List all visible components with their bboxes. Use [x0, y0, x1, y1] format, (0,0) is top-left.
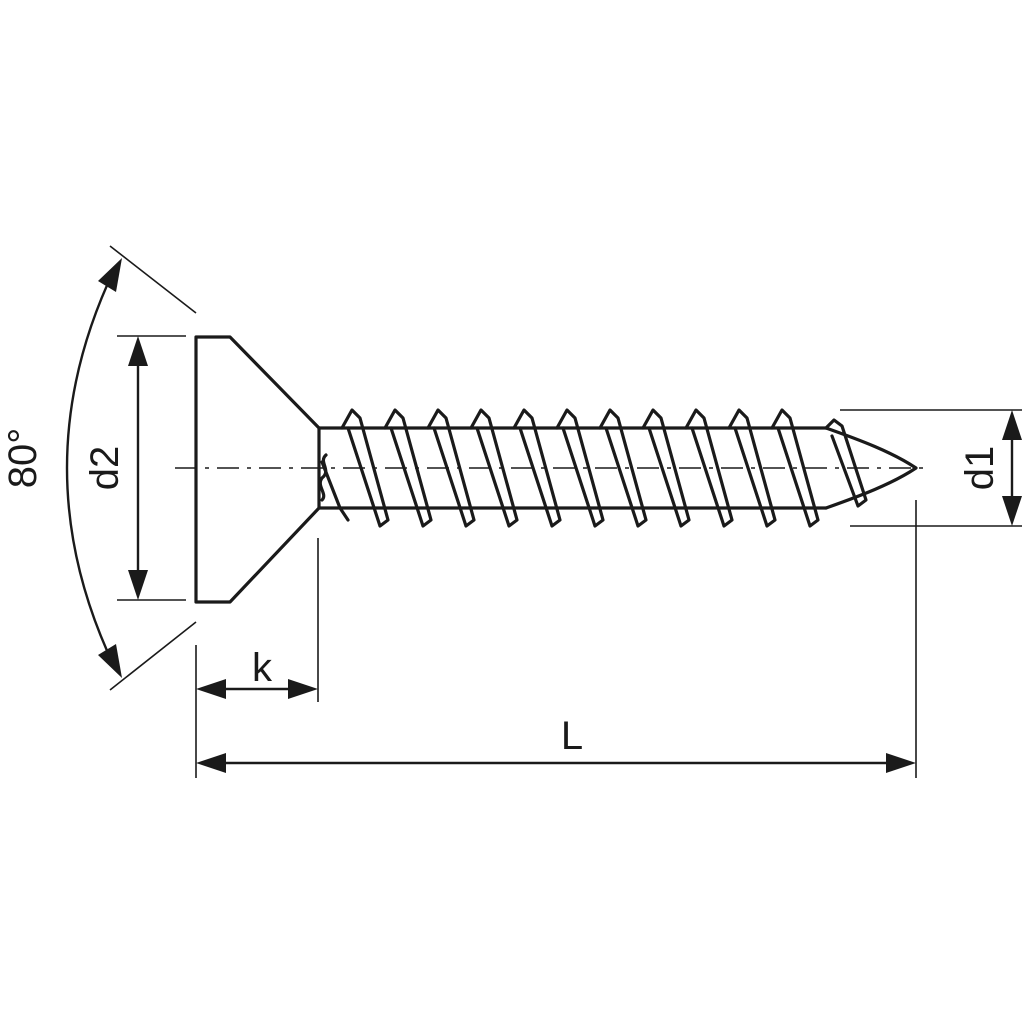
thread-flank: [512, 408, 562, 528]
thread-flank: [555, 408, 605, 528]
thread-flank: [340, 408, 390, 528]
thread-flank-tip: [824, 418, 868, 508]
thread-flank: [383, 408, 433, 528]
thread-flank: [426, 408, 476, 528]
screw-shank: [317, 426, 828, 510]
thread-flank: [598, 408, 648, 528]
thread-flank: [469, 408, 519, 528]
thread-flank: [727, 408, 777, 528]
thread-flank: [770, 408, 820, 528]
k-label: k: [252, 646, 273, 690]
thread-flank: [641, 408, 691, 528]
k-dimension: [195, 538, 319, 778]
thread-flank-lead: [320, 460, 350, 522]
angle-dimension: [65, 245, 197, 691]
d1-dimension: [840, 409, 1022, 527]
d1-label: d1: [958, 446, 1002, 491]
d2-dimension: [117, 335, 186, 601]
thread-flank: [684, 408, 734, 528]
l-dimension: [196, 500, 917, 778]
screw-head: [194, 335, 321, 604]
l-label: L: [561, 714, 583, 758]
d2-label: d2: [83, 446, 127, 491]
screw-threads: [320, 408, 868, 528]
angle-label: 80°: [1, 428, 45, 489]
